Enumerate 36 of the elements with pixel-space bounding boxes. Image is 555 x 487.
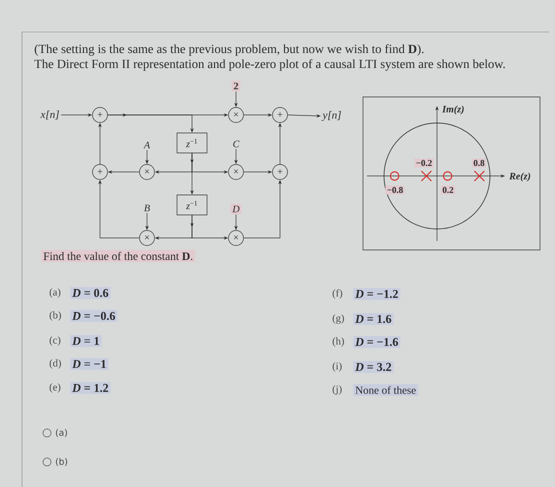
answer-choice: D = −1.2 xyxy=(353,288,400,300)
option-letter: (d) xyxy=(50,359,61,369)
coefficient-label: A xyxy=(143,142,150,148)
answer-choice: None of these xyxy=(353,384,418,396)
answer-choice: D = 1 xyxy=(70,335,102,347)
coefficient-label: D xyxy=(230,204,242,214)
signal-label: x[n] xyxy=(40,110,59,120)
coefficient-label: C xyxy=(233,140,240,148)
option-letter: (j) xyxy=(332,385,342,395)
answer-choice: D = −1 xyxy=(70,358,108,370)
option-letter: (b) xyxy=(50,311,61,321)
signal-label: y[n] xyxy=(322,111,341,121)
option-letter: (e) xyxy=(50,383,60,393)
answer-choice: D = −1.6 xyxy=(353,336,400,348)
question-text: Find the value of the constant D. xyxy=(41,250,196,262)
answer-choice: D = 1.2 xyxy=(70,382,111,394)
option-label: (a) xyxy=(56,428,67,437)
answer-choice: D = 0.6 xyxy=(70,286,111,300)
option-letter: (a) xyxy=(50,288,60,298)
answer-choice: D = −0.6 xyxy=(70,310,118,322)
option-label: (b) xyxy=(56,458,68,466)
coefficient-label: 2 xyxy=(232,80,240,92)
option-letter: (c) xyxy=(50,336,60,346)
delay-box: z$^{−1}$ xyxy=(176,194,208,216)
question-text: The Direct Form II representation and pole-zero plot of a causal LTI system are shown below. xyxy=(34,59,505,71)
option-letter: (h) xyxy=(332,337,344,347)
question-text: (The setting is the same as the previous problem, but now we wish to find D). xyxy=(34,44,424,56)
axis-label: Im(z) xyxy=(442,105,464,114)
option-letter: (g) xyxy=(332,314,344,324)
answer-choice: D = 3.2 xyxy=(353,360,394,374)
delay-box: z$^{−1}$ xyxy=(176,132,208,154)
coefficient-label: B xyxy=(144,204,150,212)
axis-label: Re(z) xyxy=(509,172,530,182)
answer-choice: D = 1.6 xyxy=(353,312,394,326)
option-letter: (f) xyxy=(332,289,342,299)
option-letter: (i) xyxy=(332,362,342,372)
